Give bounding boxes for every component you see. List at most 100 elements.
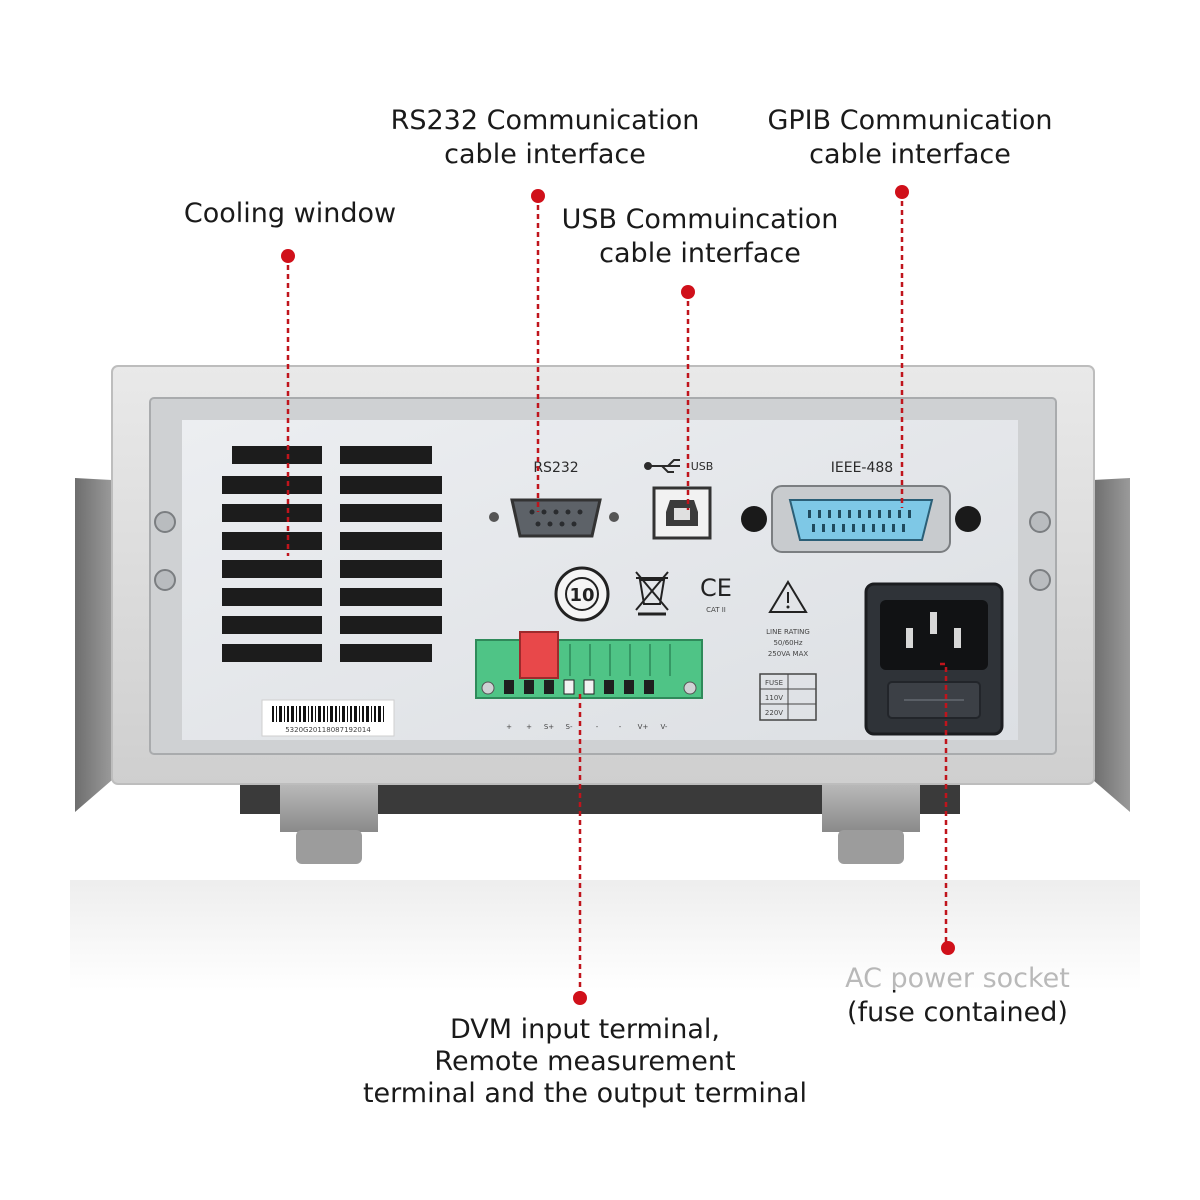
usb-port-label: USB <box>691 460 714 473</box>
leader-dot <box>681 285 695 299</box>
vent-slot <box>222 588 322 606</box>
weee-bin-icon <box>635 571 669 616</box>
screw <box>154 511 176 533</box>
terminal-label: V+ <box>638 723 649 731</box>
callout-line: Remote measurement <box>434 1046 736 1077</box>
rs232-screw <box>609 512 619 522</box>
leader-line-ac <box>940 662 948 946</box>
fuse-table-cell: 110V <box>765 694 783 702</box>
callout-gpib: GPIB Communication cable interface <box>740 104 1080 172</box>
terminal-sockets <box>504 679 654 695</box>
rohs-mark-number: 10 <box>569 585 594 606</box>
callout-line: cable interface <box>599 238 801 269</box>
vent-slot <box>222 476 322 494</box>
terminal-label: V- <box>661 723 668 731</box>
screw <box>1029 569 1051 591</box>
vent-slot <box>340 504 442 522</box>
callout-line: Cooling window <box>183 198 397 229</box>
leader-lines <box>286 192 948 996</box>
fuse-table-cell: FUSE <box>765 679 783 687</box>
rohs-mark-icon <box>554 566 610 622</box>
cooling-vents <box>222 446 442 662</box>
ac-pin <box>930 612 937 634</box>
callout-line: RS232 Communication <box>390 105 700 136</box>
barcode-number: 5320G20118087192014 <box>285 726 371 734</box>
terminal-plug-red[interactable] <box>519 631 559 679</box>
right-handle <box>1093 478 1130 812</box>
terminal-labels: + + S+ S- - - V+ V- <box>506 723 668 731</box>
vent-slot <box>222 560 322 578</box>
rs232-screw <box>489 512 499 522</box>
rs232-pins <box>529 509 583 527</box>
fuse-table-cell: 220V <box>765 709 783 717</box>
rohs-mark-inner-icon <box>565 577 599 611</box>
callout-line: USB Commuincation <box>561 204 839 235</box>
cat-mark: CAT II <box>706 606 726 614</box>
ac-pin <box>906 628 913 648</box>
leader-dot <box>941 941 955 955</box>
ac-pin <box>954 628 961 648</box>
callout-line: DVM input terminal, <box>449 1014 721 1045</box>
vent-slot <box>232 446 322 464</box>
terminal-screw <box>481 681 495 695</box>
line-rating-text: LINE RATING <box>766 628 810 636</box>
terminal-label: - <box>619 723 622 731</box>
callout-rs232: RS232 Communication cable interface <box>370 104 720 172</box>
screws <box>154 511 1051 591</box>
warning-triangle-icon <box>768 580 808 613</box>
vent-slot <box>222 504 322 522</box>
terminal-label: + <box>526 723 532 731</box>
ieee-port-label: IEEE-488 <box>831 460 893 476</box>
callout-line: GPIB Communication <box>767 105 1053 136</box>
right-foot-pad <box>838 830 904 864</box>
usb-port-tongue <box>674 508 690 520</box>
terminal-label: S+ <box>544 723 554 731</box>
leader-dots <box>281 185 955 1005</box>
terminal-plug-ribs <box>569 644 671 676</box>
floor-reflection <box>70 880 1140 990</box>
ac-power-socket[interactable] <box>880 600 988 670</box>
ce-mark: CE <box>700 574 732 602</box>
vent-slot <box>340 644 432 662</box>
usb-icon <box>644 459 680 473</box>
line-rating-text: 250VA MAX <box>768 650 809 658</box>
leader-dot <box>531 189 545 203</box>
screw <box>1029 511 1051 533</box>
terminal-label: S- <box>566 723 573 731</box>
leader-dot <box>573 991 587 1005</box>
gpib-port[interactable] <box>788 499 934 541</box>
vent-slot <box>340 616 442 634</box>
callout-cooling-window: Cooling window <box>160 197 420 231</box>
leader-dot <box>281 249 295 263</box>
rs232-port[interactable] <box>510 498 602 538</box>
vent-slot <box>222 644 322 662</box>
callout-line: cable interface <box>809 139 1011 170</box>
left-foot-pad <box>296 830 362 864</box>
vent-slot <box>340 446 432 464</box>
terminal-label: - <box>596 723 599 731</box>
callout-usb: USB Commuincation cable interface <box>535 203 865 271</box>
vent-slot <box>340 560 442 578</box>
vent-slot <box>222 532 322 550</box>
gpib-standoff <box>955 506 981 532</box>
callout-line: (fuse contained) <box>847 997 1068 1028</box>
screw <box>154 569 176 591</box>
gpib-pins <box>808 510 911 532</box>
callout-line: terminal and the output terminal <box>362 1078 808 1109</box>
vent-slot <box>340 588 442 606</box>
left-handle <box>75 478 112 812</box>
callout-line: cable interface <box>444 139 646 170</box>
terminal-label: + <box>506 723 512 731</box>
vent-slot <box>222 616 322 634</box>
leader-dot <box>895 185 909 199</box>
vent-slot <box>340 476 442 494</box>
rs232-port-label: RS232 <box>533 460 578 476</box>
left-foot <box>280 780 378 832</box>
vent-slot <box>340 532 442 550</box>
line-rating-text: 50/60Hz <box>773 639 802 647</box>
callout-dvm: DVM input terminal, Remote measurement t… <box>335 1014 835 1110</box>
right-foot <box>822 780 920 832</box>
barcode-bars <box>272 706 384 722</box>
gpib-standoff <box>741 506 767 532</box>
